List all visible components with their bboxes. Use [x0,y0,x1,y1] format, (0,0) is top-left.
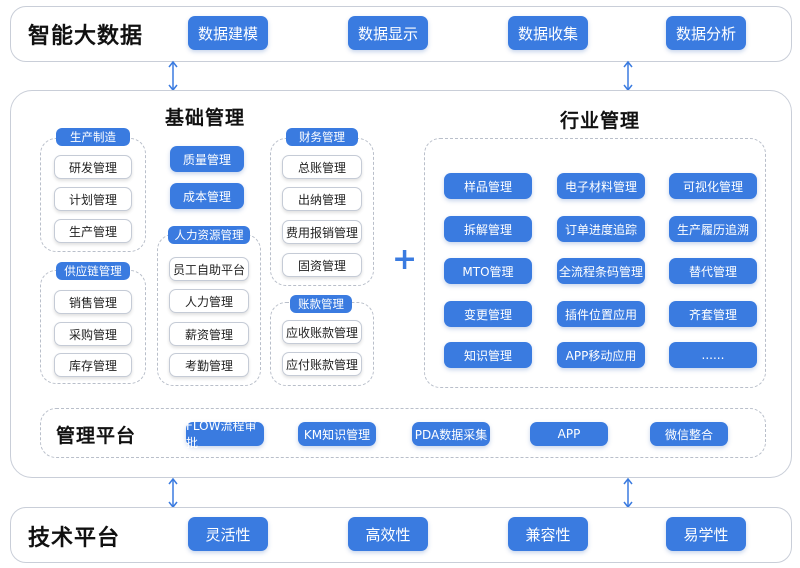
industry-item[interactable]: MTO管理 [444,258,532,284]
item-payables-management[interactable]: 应付账款管理 [282,352,362,376]
industry-item[interactable]: 知识管理 [444,342,532,368]
tech-item-compatibility[interactable]: 兼容性 [508,517,588,551]
platform-item-wechat[interactable]: 微信整合 [650,422,728,446]
tech-item-efficiency[interactable]: 高效性 [348,517,428,551]
industry-item[interactable]: APP移动应用 [557,342,645,368]
accounts-group-label: 账款管理 [290,295,352,313]
platform-item-app[interactable]: APP [530,422,608,446]
supply-chain-group-label: 供应链管理 [56,262,130,280]
industry-item[interactable]: 变更管理 [444,301,532,327]
item-receivables-management[interactable]: 应收账款管理 [282,320,362,344]
top-item-analysis[interactable]: 数据分析 [666,16,746,50]
platform-title: 管理平台 [56,425,137,447]
industry-item[interactable]: 生产履历追溯 [669,216,757,242]
top-item-collection[interactable]: 数据收集 [508,16,588,50]
industry-item[interactable]: ...... [669,342,757,368]
double-arrow-icon [168,477,178,509]
industry-item[interactable]: 替代管理 [669,258,757,284]
industry-item[interactable]: 插件位置应用 [557,301,645,327]
production-group-label: 生产制造 [56,128,130,146]
item-cashier-management[interactable]: 出纳管理 [282,187,362,211]
item-hr-management[interactable]: 人力管理 [169,289,249,313]
item-employee-self-service[interactable]: 员工自助平台 [169,257,249,281]
item-salary-management[interactable]: 薪资管理 [169,322,249,346]
industry-item[interactable]: 电子材料管理 [557,173,645,199]
item-production-management[interactable]: 生产管理 [54,219,132,243]
top-band-title: 智能大数据 [28,24,144,49]
item-purchase-management[interactable]: 采购管理 [54,322,132,346]
industry-item[interactable]: 订单进度追踪 [557,216,645,242]
tech-band-title: 技术平台 [28,526,121,551]
platform-item-pda[interactable]: PDA数据采集 [412,422,490,446]
item-fixed-assets-management[interactable]: 固资管理 [282,253,362,277]
hr-group-label: 人力资源管理 [168,226,250,244]
industry-item[interactable]: 样品管理 [444,173,532,199]
industry-item[interactable]: 全流程条码管理 [557,258,645,284]
item-sales-management[interactable]: 销售管理 [54,290,132,314]
industry-item[interactable]: 可视化管理 [669,173,757,199]
platform-item-flow-approval[interactable]: FLOW流程审批 [186,419,264,450]
item-ledger-management[interactable]: 总账管理 [282,155,362,179]
finance-group-label: 财务管理 [286,128,358,146]
item-planning-management[interactable]: 计划管理 [54,187,132,211]
plus-icon: + [392,242,418,277]
double-arrow-icon [168,60,178,92]
industry-item[interactable]: 齐套管理 [669,301,757,327]
industry-item[interactable]: 拆解管理 [444,216,532,242]
top-item-modeling[interactable]: 数据建模 [188,16,268,50]
tech-item-learnability[interactable]: 易学性 [666,517,746,551]
item-rd-management[interactable]: 研发管理 [54,155,132,179]
double-arrow-icon [623,477,633,509]
industry-management-title: 行业管理 [560,110,641,132]
item-inventory-management[interactable]: 库存管理 [54,353,132,377]
item-expense-management[interactable]: 费用报销管理 [282,220,362,244]
item-cost-management[interactable]: 成本管理 [170,183,244,209]
platform-item-km[interactable]: KM知识管理 [298,422,376,446]
basic-management-title: 基础管理 [165,107,246,129]
item-quality-management[interactable]: 质量管理 [170,146,244,172]
platform-band [40,408,766,458]
tech-item-flexibility[interactable]: 灵活性 [188,517,268,551]
item-attendance-management[interactable]: 考勤管理 [169,353,249,377]
top-item-display[interactable]: 数据显示 [348,16,428,50]
double-arrow-icon [623,60,633,92]
